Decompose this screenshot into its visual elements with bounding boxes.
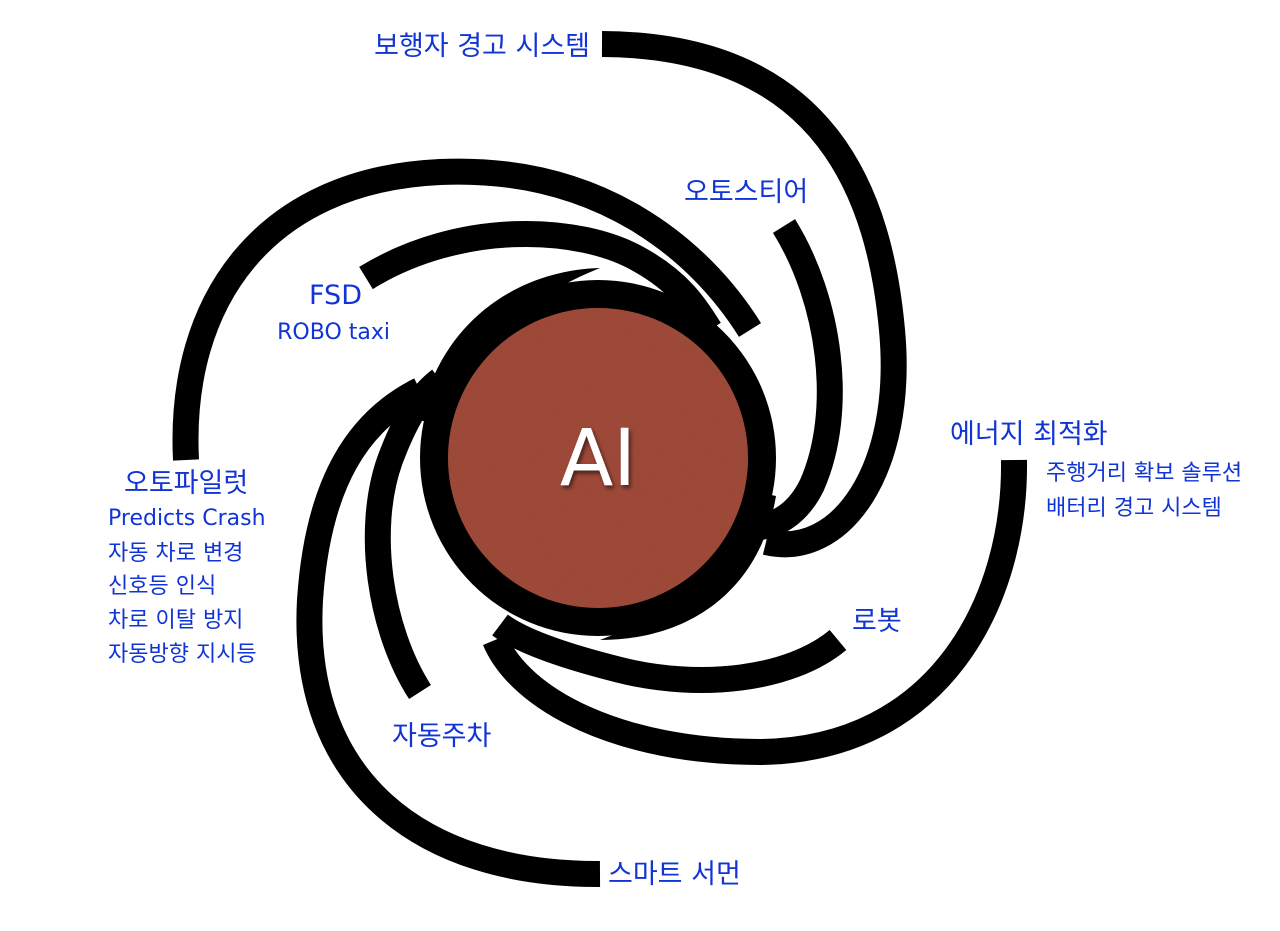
arm-smartsummon [296,378,601,888]
arm-pedestrian [601,31,907,558]
ai-core-circle [448,308,748,608]
label-autosteer: 오토스티어 [684,177,808,208]
label-fsd: FSD [309,280,362,311]
spiral-arms [172,31,1028,888]
autopilot-item: 자동방향 지시등 [108,642,257,667]
autopilot-item: 차로 이탈 방지 [108,608,243,633]
ai-core: AI [448,308,748,608]
labels: 보행자 경고 시스템 오토스티어 FSD ROBO taxi 에너지 최적화 주… [108,31,1242,890]
arm-autoparking [364,369,449,700]
arm-autopilot [172,158,762,461]
label-autopilot: 오토파일럿 [124,468,248,499]
label-robot: 로봇 [852,606,902,637]
label-smart-summon: 스마트 서먼 [608,859,741,890]
arm-robot [492,614,847,693]
arm-fsd [359,221,721,338]
ai-core-label: AI [560,414,636,504]
label-pedestrian-warning: 보행자 경고 시스템 [374,31,590,62]
label-robotaxi: ROBO taxi [277,320,390,345]
label-battery-warning: 배터리 경고 시스템 [1046,496,1222,521]
autopilot-item: Predicts Crash [108,506,266,531]
swirl-upper-left [420,268,600,430]
swirl-lower-right [600,490,776,640]
label-auto-parking: 자동주차 [392,721,492,752]
autopilot-item: 자동 차로 변경 [108,541,243,566]
label-energy-optimization: 에너지 최적화 [950,419,1108,450]
autopilot-item: 신호등 인식 [108,574,216,599]
arm-energy [483,459,1028,766]
label-range-solution: 주행거리 확보 솔루션 [1046,461,1242,486]
